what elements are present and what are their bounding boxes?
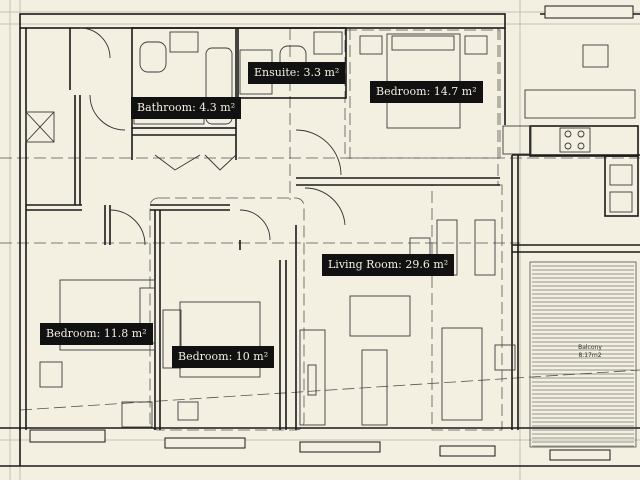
room-label-ensuite: Ensuite: 3.3 m² (248, 62, 346, 84)
windows (29, 5, 634, 461)
walls (0, 13, 640, 467)
dashed-lines (0, 28, 640, 431)
balcony-area: 8.17m2 (578, 352, 602, 359)
room-label-bedroom-left: Bedroom: 11.8 m² (40, 323, 153, 345)
room-label-living-room: Living Room: 29.6 m² (322, 254, 455, 276)
balcony-label: Balcony 8.17m2 (560, 344, 620, 360)
room-label-bathroom: Bathroom: 4.3 m² (131, 97, 242, 119)
door-swings (79, 27, 346, 246)
room-label-bedroom-center: Bedroom: 10 m² (172, 346, 275, 368)
fixtures (25, 31, 636, 428)
balcony-name: Balcony (578, 344, 602, 351)
balcony-deck-lines (532, 265, 634, 447)
room-label-bedroom-main: Bedroom: 14.7 m² (370, 81, 483, 103)
balcony-deck (529, 261, 637, 448)
